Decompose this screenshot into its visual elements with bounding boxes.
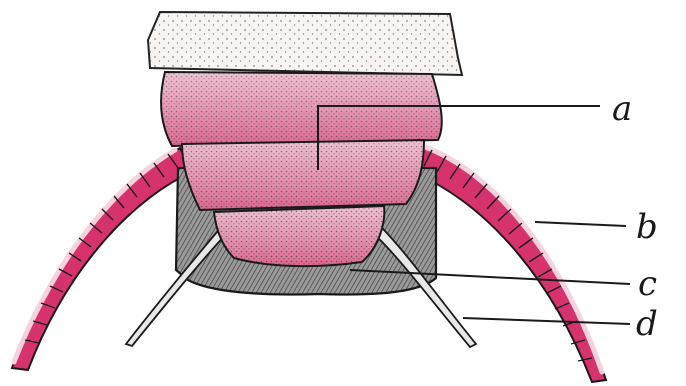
label-b: b (636, 207, 658, 247)
top-segment (148, 12, 462, 75)
label-c: c (638, 264, 657, 304)
right-cercus (412, 145, 606, 382)
left-cercus (12, 148, 192, 370)
label-a: a (612, 89, 632, 129)
label-d: d (636, 304, 658, 344)
leader-line-b (535, 222, 626, 226)
leader-line-d (463, 318, 630, 324)
